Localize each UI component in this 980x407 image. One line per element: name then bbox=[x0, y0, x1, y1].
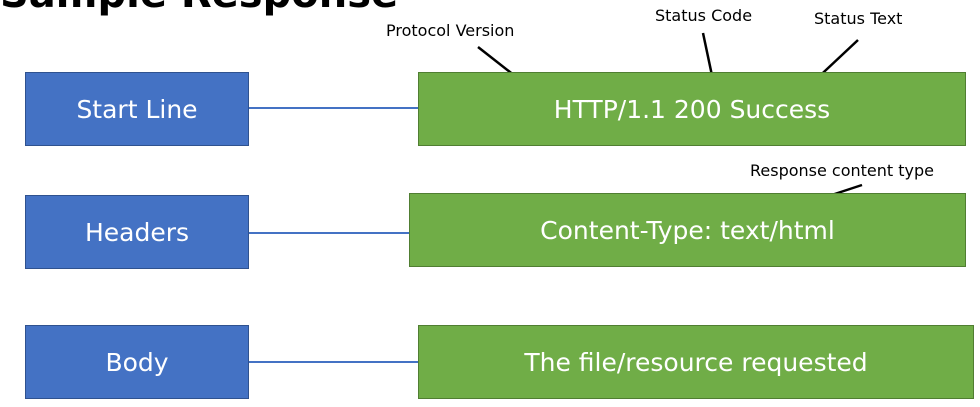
body-value-box: The file/resource requested bbox=[418, 325, 974, 399]
status-text-annotation: Status Text bbox=[814, 9, 903, 28]
status-code-annotation: Status Code bbox=[655, 6, 753, 25]
body-label: Body bbox=[105, 347, 169, 377]
body-label-box: Body bbox=[25, 325, 249, 399]
slide-title: Sample Response bbox=[0, 0, 398, 14]
start-line-value: HTTP/1.1 200 Success bbox=[553, 94, 831, 124]
headers-value-box: Content-Type: text/html bbox=[409, 193, 966, 267]
start-line-label: Start Line bbox=[76, 94, 198, 124]
headers-label-box: Headers bbox=[25, 195, 249, 269]
headers-label: Headers bbox=[84, 217, 190, 247]
protocol-version-annotation: Protocol Version bbox=[386, 21, 515, 40]
content-type-annotation: Response content type bbox=[750, 161, 935, 180]
start-line-label-box: Start Line bbox=[25, 72, 249, 146]
headers-value: Content-Type: text/html bbox=[540, 215, 835, 245]
body-value: The file/resource requested bbox=[524, 347, 868, 377]
start-line-value-box: HTTP/1.1 200 Success bbox=[418, 72, 966, 146]
